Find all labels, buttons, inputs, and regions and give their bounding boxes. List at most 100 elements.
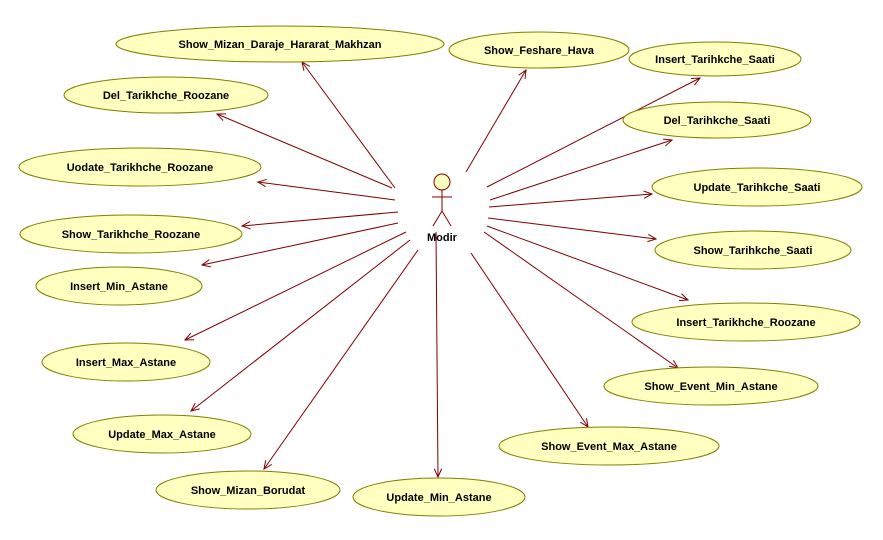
use-case-ellipse: [41, 342, 211, 382]
arrow-head-icon: [662, 138, 674, 147]
use-case-insert-max-astane[interactable]: Insert_Max_Astane: [41, 342, 211, 382]
use-case-show-mizan-borudat[interactable]: Show_Mizan_Borudat: [155, 470, 341, 510]
arrow-head-icon: [183, 332, 195, 341]
use-case-label: Update_Max_Astane: [108, 429, 216, 441]
use-case-label: Show_Feshare_Hava: [484, 45, 595, 57]
use-case-label: Show_Mizan_Borudat: [191, 485, 306, 497]
use-case-show-tarihkche-saati[interactable]: Show_Tarihkche_Saati: [654, 230, 852, 270]
use-case-label: Insert_Tarikhche_Roozane: [676, 317, 815, 329]
association-line: [301, 61, 396, 189]
actor-right-leg: [441, 210, 452, 227]
association-uodate-tarikhche-roozane: [256, 178, 396, 201]
actor-head: [433, 173, 451, 191]
actor-name: Modir: [427, 232, 458, 244]
use-case-ellipse: [352, 477, 526, 517]
arrow-head-icon: [518, 68, 527, 79]
use-case-ellipse: [18, 147, 262, 187]
arrow-head-icon: [647, 233, 658, 243]
association-line: [483, 231, 679, 369]
association-line: [201, 222, 399, 266]
use-case-label: Del_Tarihkche_Saati: [664, 115, 771, 127]
association-line: [241, 211, 399, 227]
arrow-head-icon: [215, 113, 227, 121]
association-del-tarihkche-saati: [489, 138, 674, 201]
use-case-uodate-tarikhche-roozane[interactable]: Uodate_Tarikhche_Roozane: [18, 147, 262, 187]
association-show-event-min-astane: [483, 231, 680, 369]
association-line: [465, 69, 527, 173]
association-del-tarikhche-roozane: [215, 113, 393, 189]
use-case-show-event-min-astane[interactable]: Show_Event_Min_Astane: [603, 366, 819, 406]
use-case-update-min-astane[interactable]: Update_Min_Astane: [352, 477, 526, 517]
association-line: [486, 77, 701, 188]
use-case-ellipse: [72, 414, 252, 454]
use-case-label: Uodate_Tarikhche_Roozane: [67, 162, 214, 174]
association-insert-tarihkche-saati: [486, 77, 702, 188]
arrow-head-icon: [263, 460, 272, 471]
actor-modir[interactable]: Modir: [427, 173, 458, 244]
arrow-head-icon: [433, 468, 443, 479]
use-case-label: Update_Tarihkche_Saati: [694, 182, 821, 194]
use-case-ellipse: [622, 101, 812, 139]
use-case-label: Show_Mizan_Daraje_Hararat_Makhzan: [179, 39, 382, 51]
association-insert-min-astane: [200, 222, 399, 268]
association-show-tarihkche-saati: [487, 217, 658, 243]
use-case-label: Insert_Min_Astane: [70, 281, 168, 293]
use-case-label: Show_Event_Max_Astane: [541, 441, 677, 453]
association-line: [216, 113, 393, 189]
use-case-label: Del_Tarikhche_Roozane: [103, 90, 229, 102]
use-case-ellipse: [651, 167, 863, 207]
association-line: [486, 225, 689, 301]
use-case-ellipse: [35, 266, 203, 306]
association-line: [489, 139, 673, 201]
association-update-min-astane: [433, 231, 443, 479]
use-case-show-event-max-astane[interactable]: Show_Event_Max_Astane: [498, 426, 720, 466]
association-line: [257, 181, 396, 201]
association-line: [190, 239, 411, 412]
association-insert-max-astane: [183, 231, 407, 341]
association-line: [435, 231, 439, 478]
use-case-update-max-astane[interactable]: Update_Max_Astane: [72, 414, 252, 454]
use-case-insert-min-astane[interactable]: Insert_Min_Astane: [35, 266, 203, 306]
use-case-ellipse: [155, 470, 341, 510]
use-case-label: Show_Event_Min_Astane: [644, 381, 777, 393]
arrow-head-icon: [678, 293, 690, 302]
use-case-ellipse: [19, 214, 243, 254]
association-line: [487, 217, 657, 240]
use-case-ellipse: [628, 41, 802, 77]
use-case-label: Insert_Max_Astane: [76, 357, 176, 369]
use-case-show-tarikhche-roozane[interactable]: Show_Tarikhche_Roozane: [19, 214, 243, 254]
use-case-ellipse: [498, 426, 720, 466]
use-case-update-tarihkche-saati[interactable]: Update_Tarihkche_Saati: [651, 167, 863, 207]
arrow-head-icon: [256, 178, 267, 188]
arrow-head-icon: [690, 77, 702, 86]
use-case-show-feshare-hava[interactable]: Show_Feshare_Hava: [448, 31, 630, 69]
use-case-label: Update_Min_Astane: [386, 492, 491, 504]
use-case-ellipse: [654, 230, 852, 270]
association-update-max-astane: [190, 239, 411, 412]
use-case-label: Insert_Tarihkche_Saati: [655, 54, 775, 66]
arrow-head-icon: [643, 190, 654, 199]
association-line: [263, 249, 419, 470]
actor-left-leg: [432, 210, 443, 227]
association-show-event-max-astane: [470, 252, 589, 429]
association-line: [470, 252, 589, 428]
use-case-ellipse: [631, 302, 861, 342]
use-case-label: Show_Tarikhche_Roozane: [62, 229, 201, 241]
use-case-ellipse: [448, 31, 630, 69]
use-case-ellipse: [115, 25, 445, 63]
use-case-label: Show_Tarihkche_Saati: [693, 245, 812, 257]
use-case-ellipse: [63, 76, 269, 114]
use-case-del-tarikhche-roozane[interactable]: Del_Tarikhche_Roozane: [63, 76, 269, 114]
use-case-show-mizan-daraje-hararat-makhzan[interactable]: Show_Mizan_Daraje_Hararat_Makhzan: [115, 25, 445, 63]
arrow-head-icon: [190, 402, 200, 412]
associations-layer: [183, 61, 702, 479]
association-show-mizan-borudat: [263, 249, 419, 471]
use-case-del-tarihkche-saati[interactable]: Del_Tarihkche_Saati: [622, 101, 812, 139]
association-show-feshare-hava: [465, 68, 527, 173]
use-case-insert-tarihkche-saati[interactable]: Insert_Tarihkche_Saati: [628, 41, 802, 77]
use-case-insert-tarikhche-roozane[interactable]: Insert_Tarikhche_Roozane: [631, 302, 861, 342]
association-line: [488, 193, 653, 208]
association-line: [184, 231, 407, 341]
association-show-tarikhche-roozane: [240, 211, 399, 230]
